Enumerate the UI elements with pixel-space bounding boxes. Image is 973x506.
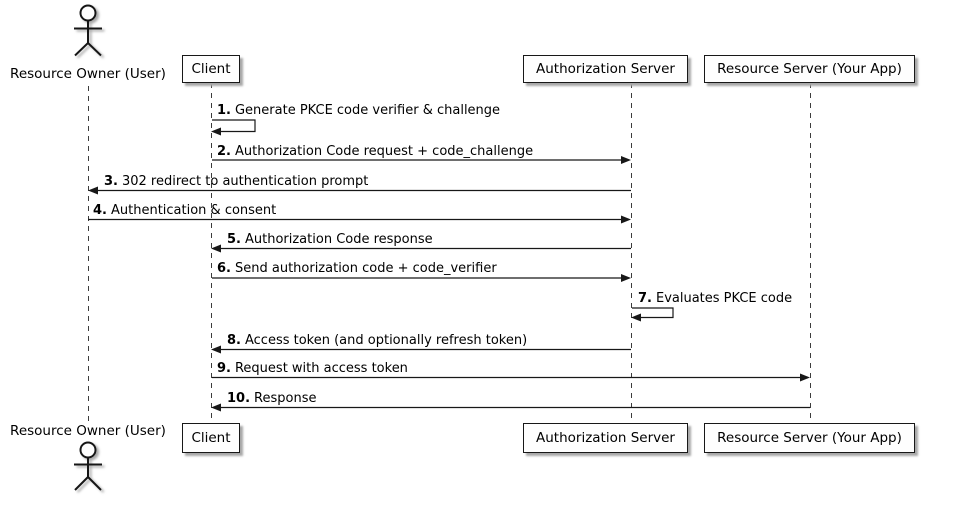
message-label-9: 9.Request with access token <box>217 361 408 376</box>
actor-figure-bottom <box>74 441 102 491</box>
message-label-2: 2.Authorization Code request + code_chal… <box>217 144 533 159</box>
message-arrow-4 <box>88 215 631 224</box>
participant-resource-server-top: Resource Server (Your App) <box>704 55 915 83</box>
message-label-4: 4.Authentication & consent <box>93 203 276 218</box>
message-text: Request with access token <box>234 361 408 376</box>
participant-authorization-server-top: Authorization Server <box>523 55 688 83</box>
participant-client-top: Client <box>182 55 240 83</box>
message-label-10: 10.Response <box>227 391 316 406</box>
message-label-7: 7.Evaluates PKCE code <box>638 291 792 306</box>
message-number: 5. <box>227 232 241 247</box>
message-text: Access token (and optionally refresh tok… <box>244 333 528 348</box>
message-label-5: 5.Authorization Code response <box>227 232 433 247</box>
actor-label-resource-owner-top: Resource Owner (User) <box>10 66 166 82</box>
message-arrow-1 <box>211 119 256 136</box>
message-number: 3. <box>104 174 118 189</box>
message-text: 302 redirect to authentication prompt <box>121 174 369 189</box>
message-number: 8. <box>227 333 241 348</box>
actor-label-resource-owner-bottom: Resource Owner (User) <box>10 423 166 439</box>
message-arrow-7 <box>631 307 674 322</box>
message-arrow-8 <box>211 345 631 354</box>
message-text: Authorization Code response <box>244 232 433 247</box>
message-text: Generate PKCE code verifier & challenge <box>234 103 501 118</box>
message-arrow-9 <box>212 373 810 382</box>
message-arrow-3 <box>88 186 631 195</box>
message-arrow-6 <box>212 274 631 282</box>
actor-figure-top <box>74 4 102 57</box>
message-text: Evaluates PKCE code <box>655 291 793 306</box>
participant-client-bottom: Client <box>182 423 240 453</box>
message-arrow-5 <box>211 244 631 253</box>
message-text: Authorization Code request + code_challe… <box>234 144 534 159</box>
message-label-8: 8.Access token (and optionally refresh t… <box>227 333 527 348</box>
message-number: 9. <box>217 361 231 376</box>
message-arrow-2 <box>212 156 631 164</box>
message-text: Authentication & consent <box>110 203 277 218</box>
message-number: 1. <box>217 103 231 118</box>
message-number: 10. <box>227 391 251 406</box>
message-text: Send authorization code + code_verifier <box>234 261 497 276</box>
participant-authorization-server-bottom: Authorization Server <box>523 423 688 453</box>
message-arrow-10 <box>211 403 810 412</box>
message-label-3: 3.302 redirect to authentication prompt <box>104 174 368 189</box>
message-label-1: 1.Generate PKCE code verifier & challeng… <box>217 103 500 118</box>
message-text: Response <box>254 391 317 406</box>
message-label-6: 6.Send authorization code + code_verifie… <box>217 261 497 276</box>
message-number: 7. <box>638 291 652 306</box>
message-number: 2. <box>217 144 231 159</box>
participant-resource-server-bottom: Resource Server (Your App) <box>704 423 915 453</box>
message-number: 4. <box>93 203 107 218</box>
lifelines <box>88 83 811 422</box>
message-number: 6. <box>217 261 231 276</box>
